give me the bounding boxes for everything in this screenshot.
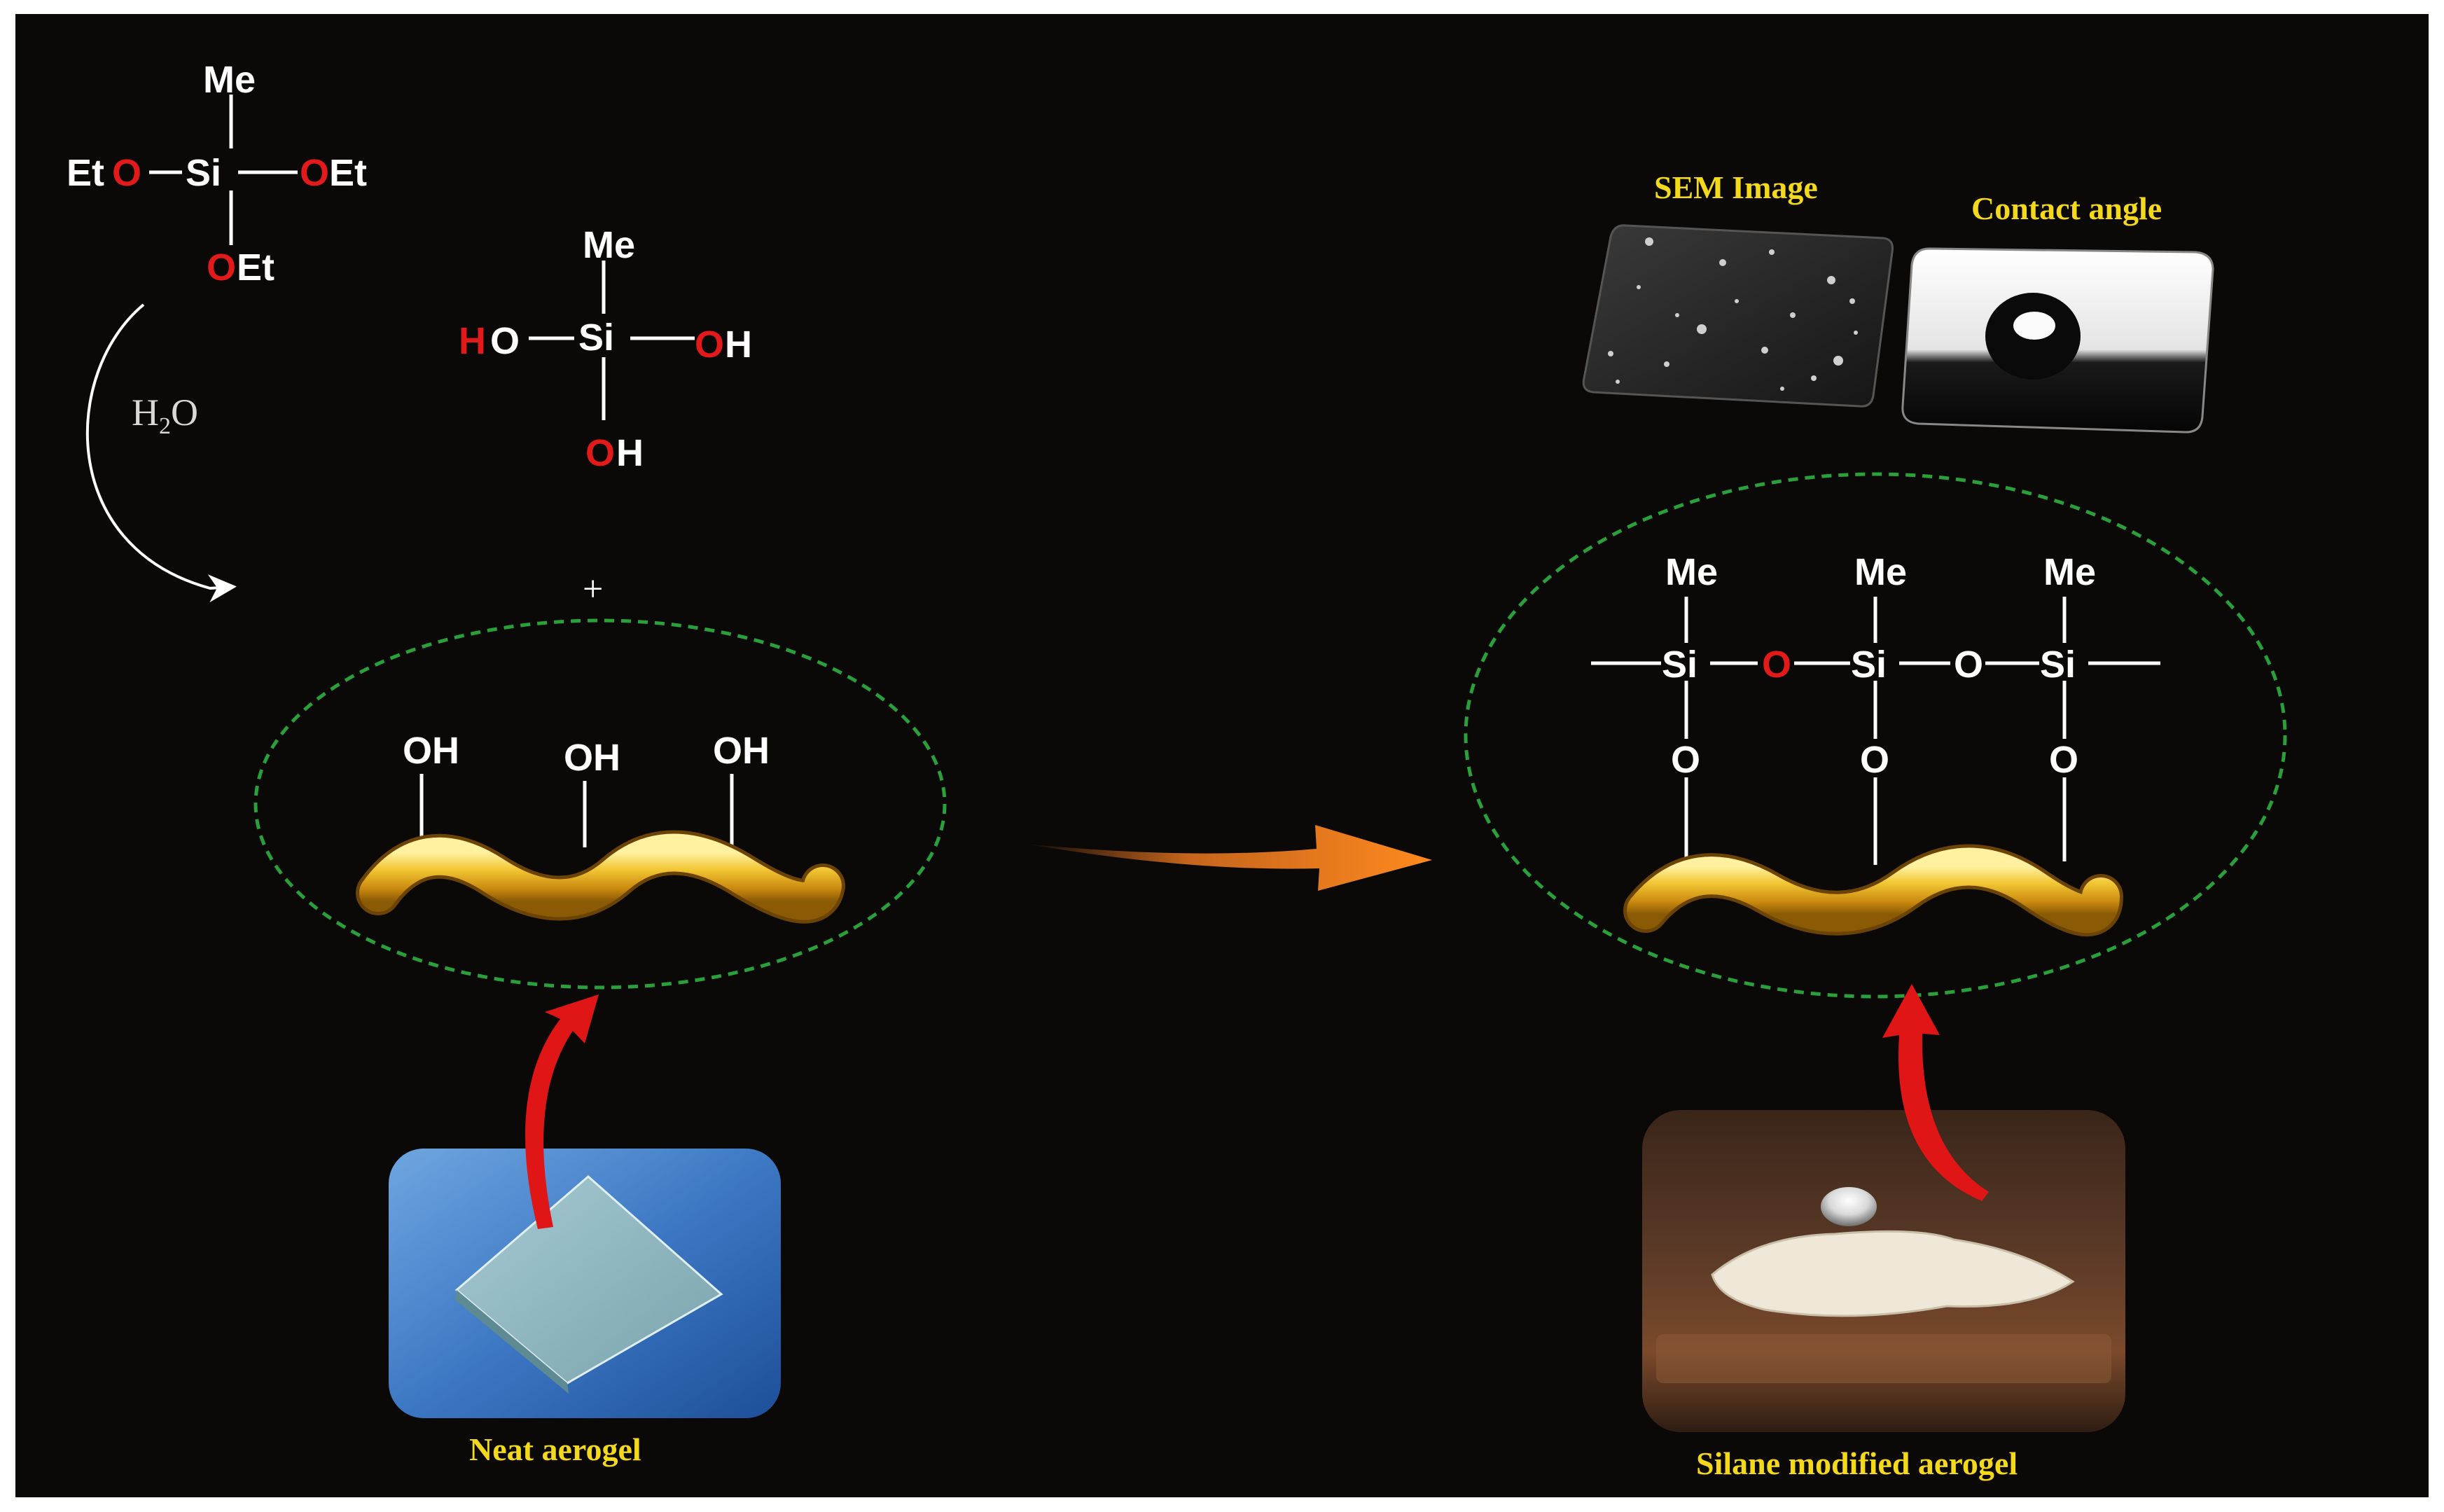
silicon-label: Si [2040,644,2076,686]
methyl-label: Me [1854,551,1907,593]
zoom-arrow-left [525,994,599,1229]
sem-caption: SEM Image [1654,169,1818,205]
hydroxyl-left-hydrogen: H [459,320,486,362]
droplet-highlight [2013,312,2055,340]
methyl-label: Me [1665,551,1718,593]
aerogel-sample [1711,1230,2075,1317]
bridge-oxygen-new: O [1762,644,1791,686]
water-droplet [1821,1187,1877,1226]
neat-aerogel-photo: Neat aerogel [389,1149,781,1467]
anchor-oxygen: O [1860,739,1889,781]
hydroxyl-bottom-hydrogen: H [616,432,644,474]
anchor-oxygen: O [1671,739,1700,781]
modified-surface-zoom: Me Me Me Si Si Si O O O O O [1464,472,2287,999]
zoom-ellipse [254,618,947,990]
hydrolysis-step: H2O [85,303,237,603]
silicon-label: Si [1851,644,1887,686]
aerogel-edge [455,1290,569,1394]
surface-hydroxyl: OH [564,737,620,779]
modified-aerogel-caption: Silane modified aerogel [1696,1445,2018,1481]
red-curved-arrow-icon [525,984,1989,1229]
ethoxy-left-et: Et [67,152,104,194]
zoom-arrow-right [1882,984,1989,1201]
anchor-oxygen: O [2049,739,2078,781]
sem-pores [1608,237,1858,391]
contact-angle-image: Contact angle [1901,190,2214,434]
methyl-label: Me [583,224,635,266]
surface-hydroxyl: OH [713,730,770,772]
hydroxyl-right-hydrogen: H [725,324,752,366]
sem-image: SEM Image [1582,169,1894,408]
modified-aerogel-photo: Silane modified aerogel [1642,1110,2125,1481]
silicon-label: Si [186,152,221,194]
neat-aerogel-caption: Neat aerogel [469,1431,641,1467]
zoom-ellipse [1464,472,2287,999]
ethoxy-bottom-et: Et [237,247,275,289]
surface-hydroxyl: OH [403,730,459,772]
methyl-label: Me [203,59,256,101]
contact-angle-caption: Contact angle [1971,190,2162,226]
silanol-molecule: Me Si H O O H O H [459,224,752,474]
wood-surface-reflection [1656,1334,2111,1383]
silicon-label: Si [1662,644,1697,686]
plus-sign: + [583,569,603,609]
ethoxy-right-oxygen: O [300,152,329,194]
cellulose-chain-highlight [1627,847,2120,934]
hydroxyl-left-oxygen: O [490,320,520,362]
bridge-oxygen: O [1954,644,1983,686]
curved-arrow-icon [85,303,237,603]
sem-micrograph [1582,224,1894,408]
ethoxy-left-oxygen: O [112,152,141,194]
ethoxy-bottom-oxygen: O [207,247,236,289]
hydroxyl-bottom-oxygen: O [585,432,615,474]
silicon-label: Si [578,317,614,359]
methyl-label: Me [2043,551,2096,593]
water-reagent: H2O [132,391,198,439]
neat-surface-zoom: OH OH OH [254,618,947,990]
orange-arrow-icon [1026,825,1432,891]
precursor-molecule: Me Si Et O O Et O Et [67,59,367,289]
hydroxyl-right-oxygen: O [695,324,724,366]
ethoxy-right-et: Et [329,152,367,194]
cellulose-chain-highlight [359,833,842,920]
